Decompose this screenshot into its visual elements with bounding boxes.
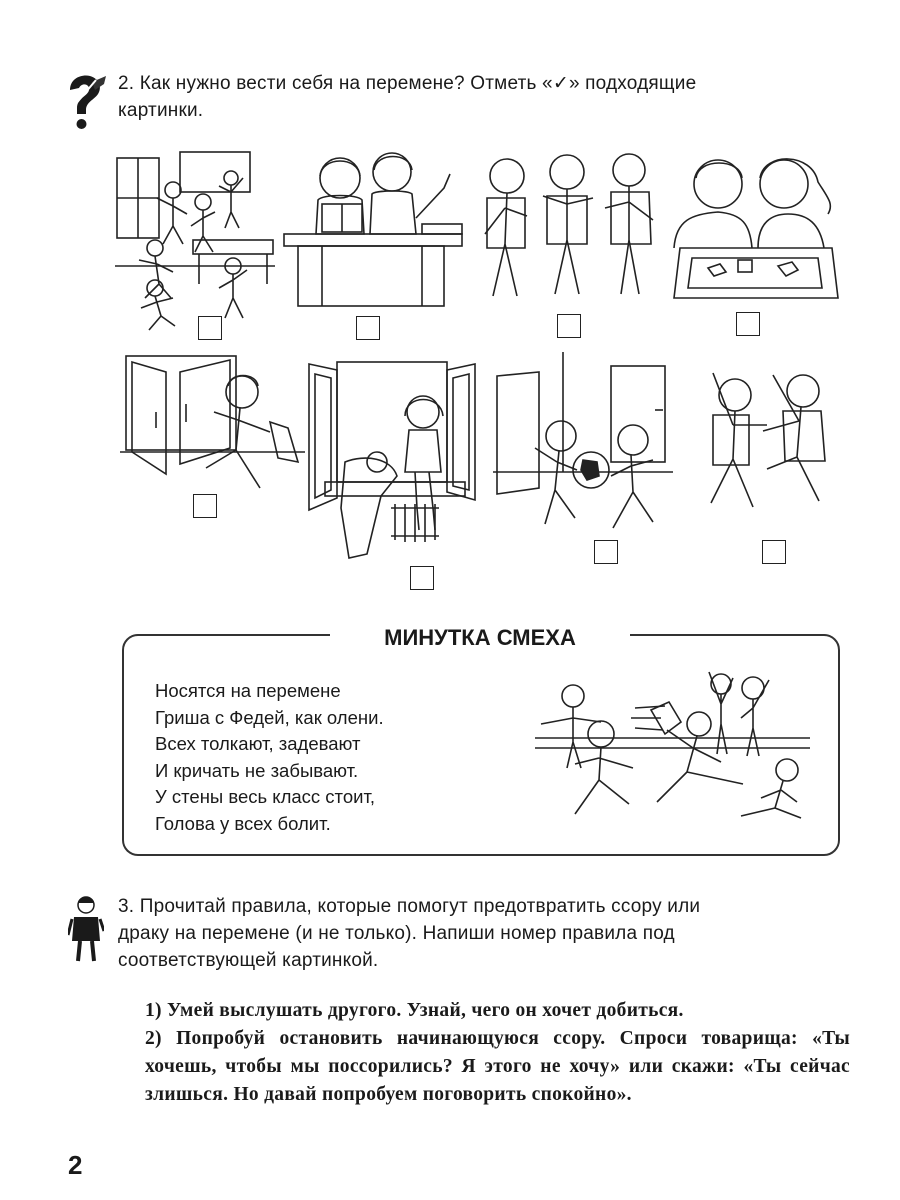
rule-1: 1) Умей выслушать другого. Узнай, чего о… (145, 1000, 684, 1021)
teacher-figure-icon (66, 895, 106, 965)
poem-line: У стены весь класс стоит, (155, 786, 376, 807)
picture-reading-at-desk (282, 148, 464, 313)
picture-girl-on-windowsill (305, 358, 480, 568)
picture-boys-fighting (683, 365, 840, 520)
checkbox-picture-7[interactable] (594, 540, 618, 564)
task3-text: 3. Прочитай правила, которые помогут пре… (118, 896, 701, 971)
poem-line: Всех толкают, задевают (155, 733, 361, 754)
rule-2: 2) Попробуй остановить начинающуюся ссор… (145, 1028, 850, 1105)
picture-boys-talking (475, 148, 665, 303)
picture-boys-playing-football (493, 352, 673, 537)
poem-line: И кричать не забывают. (155, 759, 359, 781)
page-number: 2 (68, 1150, 83, 1180)
poem-line: Голова у всех болит. (155, 812, 331, 834)
picture-playing-board-game (668, 148, 840, 308)
joke-title: МИНУТКА СМЕХА (330, 620, 630, 656)
checkbox-picture-6[interactable] (410, 566, 434, 590)
picture-children-running-recess (535, 668, 810, 826)
checkbox-picture-2[interactable] (356, 316, 380, 340)
poem-line: Гриша с Федей, как олени. (155, 706, 384, 728)
checkbox-picture-3[interactable] (557, 314, 581, 338)
checkbox-picture-1[interactable] (198, 316, 222, 340)
picture-classroom-running-children (115, 148, 275, 333)
poem: Носятся на перемене Гриша с Федей, как о… (155, 678, 515, 837)
question-pencil-icon (62, 72, 108, 132)
picture-boy-running-out-door (120, 352, 305, 497)
checkbox-picture-4[interactable] (736, 312, 760, 336)
poem-line: Носятся на перемене (155, 680, 341, 701)
checkbox-picture-5[interactable] (193, 494, 217, 518)
checkbox-picture-8[interactable] (762, 540, 786, 564)
task2-text: 2. Как нужно вести себя на перемене? Отм… (118, 73, 697, 121)
rules-list: 1) Умей выслушать другого. Узнай, чего о… (145, 997, 850, 1109)
